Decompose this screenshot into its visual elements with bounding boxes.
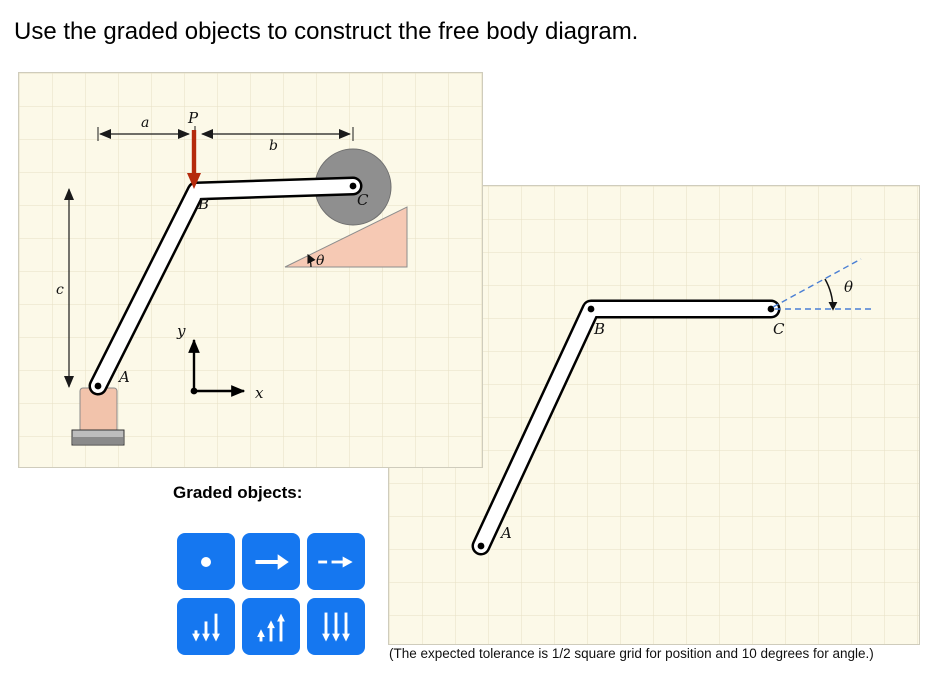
arrow-right-dashed-icon: [318, 555, 353, 568]
arrows-up-increasing-icon: [257, 613, 285, 641]
graded-object-force-arrow-button[interactable]: [242, 533, 300, 590]
pin-a-dot: [477, 542, 485, 550]
pin-c-dot: [349, 182, 357, 190]
incline-angle-label: θ: [316, 253, 325, 269]
x-axis-label: x: [255, 384, 264, 402]
ground-block-shadow: [73, 437, 123, 444]
label-B: B: [593, 320, 605, 338]
graded-object-distributed-load-down-button[interactable]: [177, 598, 235, 655]
source-diagram: θ a b c P: [19, 73, 482, 467]
arrows-down-increasing-icon: [192, 613, 220, 641]
point-icon: [201, 556, 211, 567]
arrow-right-icon: [255, 553, 289, 570]
member-body: [91, 179, 360, 393]
angle-label: θ: [844, 278, 853, 296]
pin-a-dot: [94, 382, 102, 390]
label-B: B: [197, 195, 209, 213]
label-C: C: [773, 320, 785, 338]
dimension-b-label: b: [269, 138, 278, 154]
label-A: A: [499, 524, 512, 542]
y-axis-label: y: [176, 322, 186, 340]
graded-object-point-button[interactable]: [177, 533, 235, 590]
graded-objects-toolbar: [177, 533, 365, 655]
incline-surface: [284, 206, 408, 268]
pin-b-dot: [587, 305, 595, 313]
graded-object-distributed-load-up-button[interactable]: [242, 598, 300, 655]
label-C: C: [357, 191, 369, 209]
incline-angle-arc: [307, 253, 316, 268]
source-diagram-panel: θ a b c P: [18, 72, 483, 468]
graded-objects-heading: Graded objects:: [173, 483, 303, 502]
inclined-reference-dashed-line: [772, 258, 862, 308]
dimension-a-label: a: [141, 115, 149, 131]
page-title: Use the graded objects to construct the …: [14, 18, 639, 45]
angle-arc: [824, 278, 838, 311]
dimension-c-label: c: [56, 282, 64, 298]
graded-object-uniform-load-button[interactable]: [307, 598, 365, 655]
graded-object-dashed-arrow-button[interactable]: [307, 533, 365, 590]
arrows-down-uniform-icon: [322, 612, 350, 641]
label-A: A: [117, 368, 130, 386]
force-P-arrowhead: [187, 173, 201, 189]
pin-c-dot: [767, 305, 775, 313]
tolerance-note: (The expected tolerance is 1/2 square gr…: [389, 646, 874, 661]
force-P-label: P: [187, 109, 199, 127]
